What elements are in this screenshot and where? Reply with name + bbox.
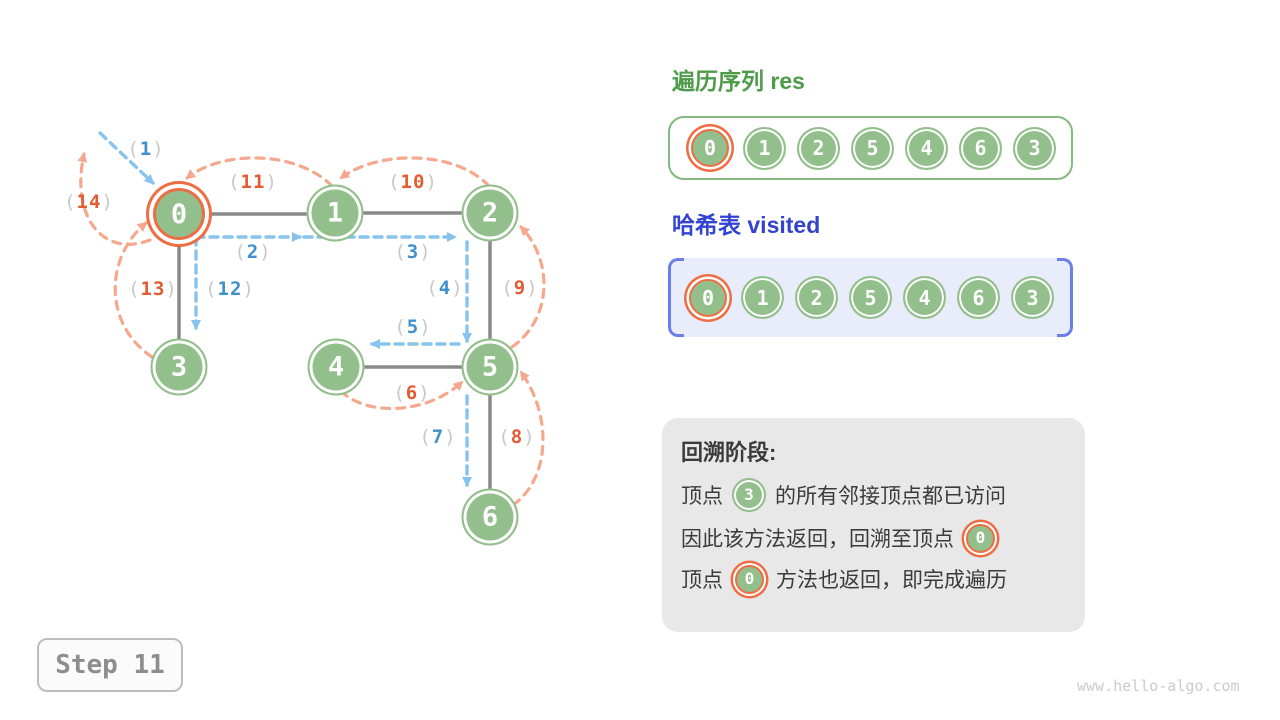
info-title: 回溯阶段:: [681, 440, 777, 465]
graph-node-6: 6: [461, 488, 519, 546]
step-badge-label: Step 11: [55, 650, 165, 680]
visited-panel-title: 哈希表 visited: [672, 212, 821, 238]
backtrack-arrows: [77, 152, 546, 507]
res-item-1: 1: [743, 126, 786, 170]
visited-right-bracket: [1057, 258, 1073, 337]
graph-node-2-label: 2: [481, 197, 499, 229]
info-line-3: 顶点 0 方法也返回，即完成遍历: [681, 564, 1066, 594]
res-item-6: 3: [1013, 126, 1056, 170]
step-label-2: (2): [234, 241, 272, 263]
graph-node-4: 4: [307, 338, 365, 396]
inline-node-0-highlight: 0: [966, 523, 995, 553]
step-label-9: (9): [501, 277, 539, 299]
visited-item-1: 1: [741, 276, 784, 319]
step-label-5: (5): [394, 316, 432, 338]
backtrack-arrow-6-to-5: [511, 370, 545, 507]
backtrack-arrow-2-to-1: [339, 156, 491, 188]
backtrack-arrow-5-to-2: [510, 225, 546, 349]
step-label-14: (14): [64, 191, 114, 213]
graph-node-1-label: 1: [326, 197, 344, 229]
step-label-6: (6): [393, 382, 431, 404]
graph-node-6-label: 6: [481, 501, 499, 533]
res-item-5: 6: [959, 126, 1002, 170]
visited-item-3: 5: [849, 276, 892, 319]
visited-item-2: 2: [795, 276, 838, 319]
visited-item-4: 4: [903, 276, 946, 319]
step-label-12: (12): [205, 278, 255, 300]
backtrack-info-box: 回溯阶段: 顶点 3 的所有邻接顶点都已访问 因此该方法返回，回溯至顶点 0 顶…: [662, 418, 1085, 632]
visited-item-5: 6: [957, 276, 1000, 319]
graph-canvas: [77, 131, 546, 517]
visited-item-6: 3: [1011, 276, 1054, 319]
step-label-1: (1): [127, 138, 165, 160]
backtrack-arrow-0-return: [77, 152, 152, 246]
inline-node-3: 3: [732, 478, 766, 512]
graph-node-5: 5: [461, 338, 519, 396]
step-label-11: (11): [228, 171, 278, 193]
step-label-8: (8): [498, 426, 536, 448]
graph-node-1: 1: [306, 184, 364, 242]
watermark-url: www.hello-algo.com: [1077, 677, 1240, 695]
res-item-0: 0: [691, 129, 729, 167]
graph-node-4-label: 4: [327, 351, 345, 383]
res-item-4: 4: [905, 126, 948, 170]
graph-node-5-label: 5: [481, 351, 499, 383]
backtrack-arrow-1-to-0: [185, 156, 334, 188]
visit-arrow-start-to-0: [98, 131, 155, 185]
res-item-3: 5: [851, 126, 894, 170]
graph-node-0-label: 0: [170, 198, 188, 230]
backtrack-arrow-3-to-0: [113, 221, 154, 359]
step-badge: Step 11: [37, 638, 183, 692]
graph-node-0: 0: [153, 188, 205, 240]
step-label-4: (4): [426, 277, 464, 299]
step-label-7: (7): [419, 426, 457, 448]
res-panel-title: 遍历序列 res: [672, 68, 805, 94]
visited-item-0: 0: [689, 278, 727, 317]
info-line-1: 顶点 3 的所有邻接顶点都已访问: [681, 478, 1066, 512]
inline-node-0-highlight-2: 0: [735, 564, 764, 594]
step-label-10: (10): [388, 171, 438, 193]
graph-node-2: 2: [461, 184, 519, 242]
step-label-13: (13): [128, 278, 178, 300]
visited-left-bracket: [668, 258, 684, 337]
graph-node-3: 3: [150, 338, 208, 396]
info-line-2: 因此该方法返回，回溯至顶点 0: [681, 523, 1066, 553]
visit-arrows: [98, 131, 472, 487]
backtrack-arrow-4-to-5: [339, 380, 464, 411]
step-label-3: (3): [394, 241, 432, 263]
visited-hashtable-container: 0 1 2 5 4 6 3: [668, 258, 1073, 337]
res-item-2: 2: [797, 126, 840, 170]
graph-node-3-label: 3: [170, 351, 188, 383]
res-sequence-container: 0 1 2 5 4 6 3: [668, 116, 1073, 180]
